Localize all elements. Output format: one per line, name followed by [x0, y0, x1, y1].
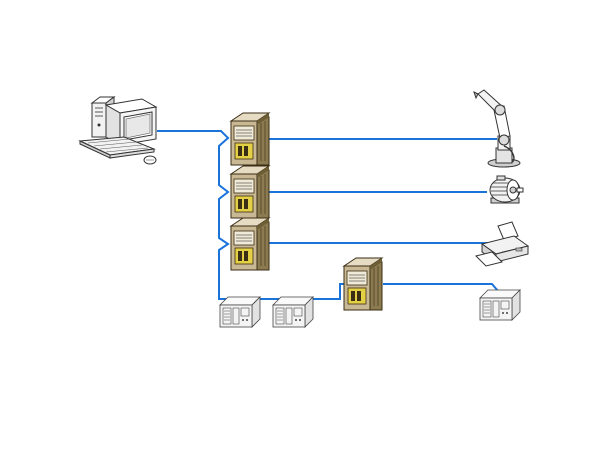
printer-icon [475, 221, 530, 267]
plc-controller-2-icon [272, 296, 314, 328]
network-links [157, 130, 500, 307]
plc-controller-3-icon [479, 289, 521, 321]
electric-motor-icon [489, 175, 524, 204]
network-module-1-icon [230, 112, 270, 166]
link-module4-to-plc3 [383, 283, 500, 293]
network-module-4-icon [343, 257, 383, 311]
network-module-3-icon [230, 217, 270, 271]
network-bus-trunk [218, 136, 230, 300]
plc-controller-1-icon [219, 296, 261, 328]
computer-icon [78, 96, 158, 165]
industrial-robot-arm-icon [473, 89, 521, 168]
link-computer-to-bus [157, 130, 230, 140]
network-module-2-icon [230, 165, 270, 219]
